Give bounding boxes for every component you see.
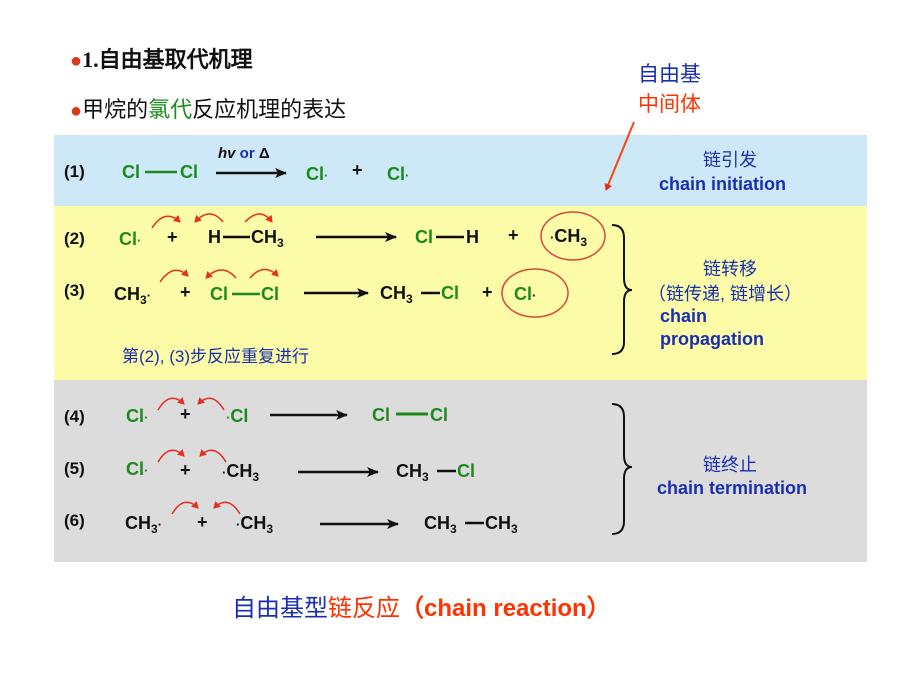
plus-sign: +: [167, 227, 178, 247]
reactant: CH3: [251, 227, 284, 250]
product: Cl: [441, 283, 459, 303]
product: H: [466, 227, 479, 247]
repeat-note: 第(2), (3)步反应重复进行: [122, 347, 309, 366]
propagation-band: [54, 206, 867, 380]
heading-2-part3: 反应机理的表达: [192, 97, 347, 122]
product: Cl·: [387, 164, 410, 184]
step-number: (6): [64, 511, 85, 530]
heading-1-text: 1.自由基取代机理: [82, 47, 253, 72]
reactant: Cl: [210, 284, 228, 304]
heading-2-highlight: 氯代: [148, 97, 193, 122]
condition-or: or: [235, 145, 259, 162]
reactant: Cl: [261, 284, 279, 304]
bullet-icon: ●: [70, 50, 83, 72]
reactant: ·Cl: [226, 406, 249, 426]
propagation-label-paren: （链传递, 链增长）: [648, 284, 803, 304]
heading-1: ●1.自由基取代机理: [70, 42, 253, 74]
product: CH3: [485, 513, 518, 536]
plus-sign: +: [482, 282, 493, 302]
reactant: Cl: [180, 162, 198, 182]
reactant: ·CH3: [236, 513, 274, 536]
footer-part3: （chain reaction）: [400, 595, 611, 622]
step-number: (4): [64, 407, 85, 426]
brace-propagation: [611, 224, 633, 355]
propagation-label-cn: 链转移: [703, 259, 757, 279]
annotation: 自由基 中间体: [638, 58, 701, 118]
plus-sign: +: [197, 512, 208, 532]
step-number: (1): [64, 162, 85, 181]
product-radical: ·CH3: [550, 226, 588, 249]
electron-arrows: [151, 213, 279, 515]
radical-circle: [501, 268, 569, 318]
termination-label-en: chain termination: [657, 478, 808, 498]
radical-circle: [540, 211, 606, 261]
product: Cl: [457, 461, 475, 481]
initiation-label-en: chain initiation: [659, 174, 787, 194]
reactant: Cl: [122, 162, 140, 182]
heading-2: ●甲烷的氯代反应机理的表达: [70, 92, 346, 124]
reactant: CH3·: [114, 284, 152, 307]
bullet-icon: ●: [70, 100, 83, 122]
propagation-label-en2: propagation: [660, 329, 764, 349]
reactant: ·CH3: [222, 461, 260, 484]
footer-part1: 自由基型: [232, 595, 328, 622]
footer-part2: 链反应: [328, 595, 400, 622]
heading-2-part1: 甲烷的: [82, 97, 149, 122]
condition-hv: hv: [218, 145, 236, 162]
plus-sign: +: [180, 460, 191, 480]
initiation-label-cn: 链引发: [703, 150, 757, 170]
reactant: Cl·: [126, 406, 149, 426]
product: Cl: [430, 405, 448, 425]
reactant: Cl·: [119, 229, 142, 249]
condition: hv or Δ: [218, 145, 270, 162]
condition-delta: Δ: [258, 145, 270, 162]
plus-sign: +: [508, 225, 519, 245]
termination-label-cn: 链终止: [703, 455, 757, 475]
brace-termination: [611, 403, 633, 535]
product: CH3: [380, 283, 413, 306]
reactant: CH3·: [125, 513, 163, 536]
product: Cl: [372, 405, 390, 425]
step-number: (3): [64, 281, 85, 300]
termination-band: [54, 380, 867, 562]
plus-sign: +: [180, 282, 191, 302]
product: CH3: [424, 513, 457, 536]
reactant: H: [208, 227, 221, 247]
reactant: Cl·: [126, 459, 149, 479]
annotation-line2: 中间体: [638, 93, 701, 116]
product-radical: Cl·: [514, 284, 537, 304]
product: CH3: [396, 461, 429, 484]
step-number: (5): [64, 459, 85, 478]
annotation-line1: 自由基: [638, 63, 701, 86]
step-number: (2): [64, 229, 85, 248]
product: Cl·: [306, 164, 329, 184]
initiation-band: [54, 135, 867, 206]
footer-title: 自由基型链反应（chain reaction）: [232, 588, 611, 623]
product: Cl: [415, 227, 433, 247]
propagation-label-en1: chain: [660, 306, 708, 326]
plus-sign: +: [180, 404, 191, 424]
plus-sign: +: [352, 160, 363, 180]
annotation-arrow: [604, 121, 635, 191]
